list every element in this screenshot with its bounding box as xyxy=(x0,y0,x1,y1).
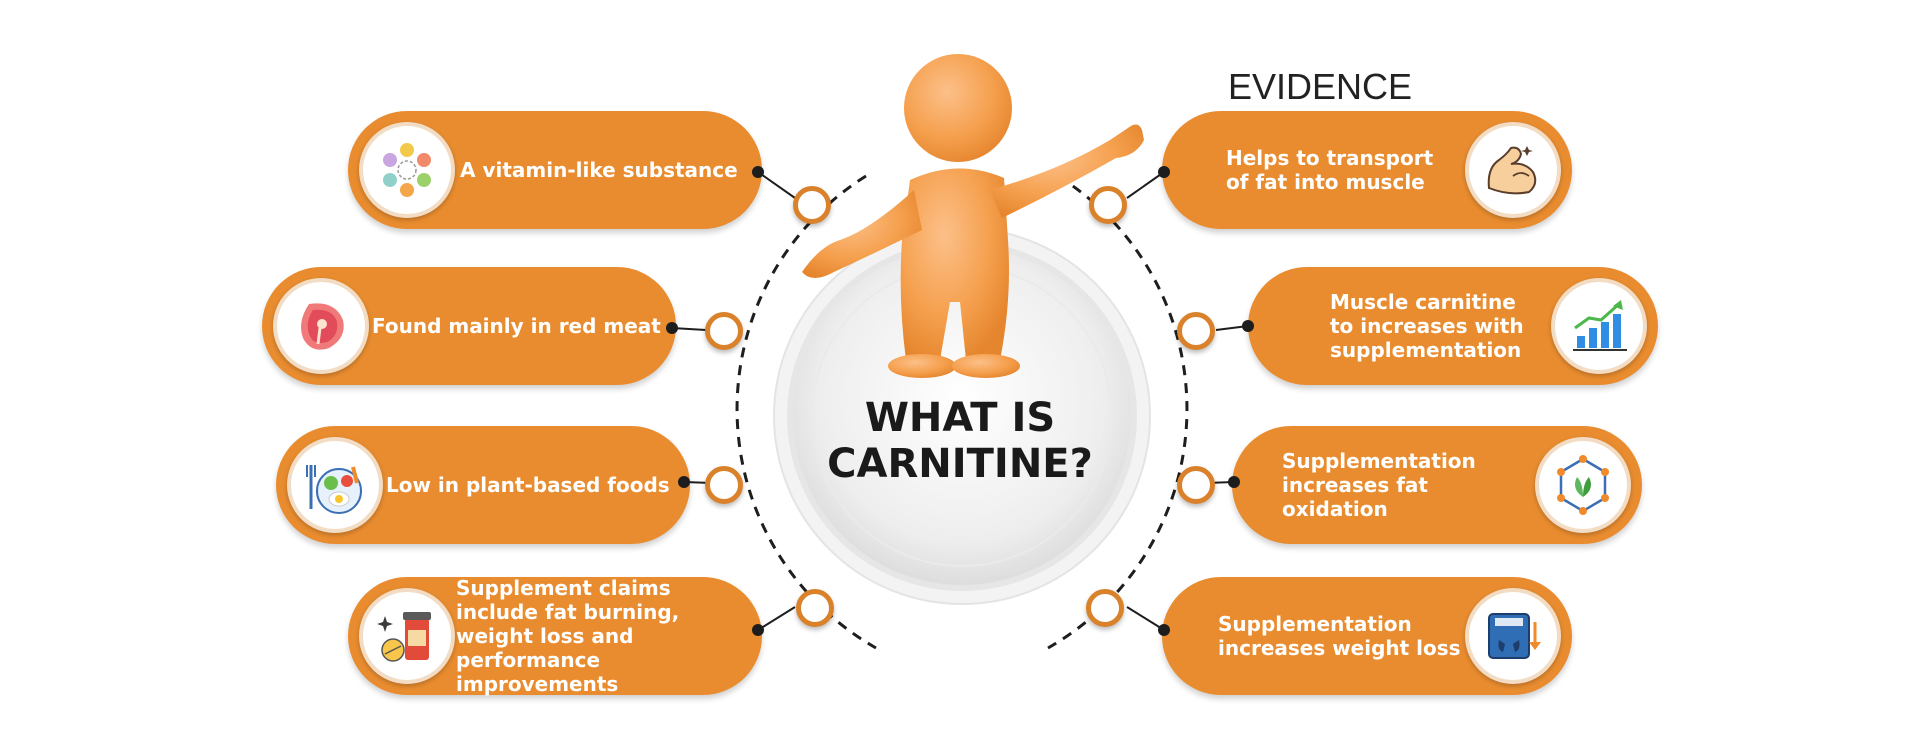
weight-scale-icon xyxy=(1465,588,1561,684)
connector-dot xyxy=(1228,476,1240,488)
diagram-title: WHAT IS CARNITINE? xyxy=(820,395,1100,487)
arc-node xyxy=(1089,186,1127,224)
right-item-weight-loss: Supplementation increases weight loss xyxy=(1162,577,1572,695)
arc-node xyxy=(1086,589,1124,627)
supplement-bottle-icon xyxy=(359,588,455,684)
connector-dot xyxy=(752,166,764,178)
connector-dot xyxy=(1158,166,1170,178)
arc-node xyxy=(705,466,743,504)
left-item-plant-foods: Low in plant-based foods xyxy=(276,426,690,544)
left-item-supplement-claims: Supplement claims include fat burning, w… xyxy=(348,576,762,696)
vitamins-icon xyxy=(359,122,455,218)
molecule-leaf-icon xyxy=(1535,437,1631,533)
connector-dot xyxy=(752,624,764,636)
presenter-figure xyxy=(802,54,1144,378)
plate-food-icon xyxy=(287,437,383,533)
connector-dot xyxy=(678,476,690,488)
left-item-text: Supplement claims include fat burning, w… xyxy=(456,576,680,696)
arc-node xyxy=(705,312,743,350)
right-item-text: Helps to transport of fat into muscle xyxy=(1226,146,1434,194)
evidence-heading: EVIDENCE xyxy=(1228,66,1413,107)
right-item-fat-transport: Helps to transport of fat into muscle xyxy=(1162,111,1572,229)
growth-chart-icon xyxy=(1551,278,1647,374)
arc-node xyxy=(1177,312,1215,350)
left-item-red-meat: Found mainly in red meat xyxy=(262,267,676,385)
right-item-fat-oxidation: Supplementation increases fat oxidation xyxy=(1232,426,1642,544)
connector-dot xyxy=(666,322,678,334)
connector-dot xyxy=(1242,320,1254,332)
arc-node xyxy=(796,589,834,627)
arc-node xyxy=(1177,466,1215,504)
right-item-muscle-carnitine: Muscle carnitine to increases with suppl… xyxy=(1248,267,1658,385)
left-item-text: Found mainly in red meat xyxy=(372,314,661,338)
right-item-text: Muscle carnitine to increases with suppl… xyxy=(1330,290,1524,362)
title-line-1: WHAT IS xyxy=(864,395,1056,441)
arc-node xyxy=(793,186,831,224)
left-item-vitamin: A vitamin-like substance xyxy=(348,111,762,229)
left-item-text: A vitamin-like substance xyxy=(460,158,738,182)
title-line-2: CARNITINE? xyxy=(827,441,1093,487)
left-item-text: Low in plant-based foods xyxy=(386,473,670,497)
center-plate xyxy=(773,227,1151,605)
right-item-text: Supplementation increases fat oxidation xyxy=(1282,449,1476,521)
connector-dot xyxy=(1158,624,1170,636)
flexed-muscle-icon xyxy=(1465,122,1561,218)
right-item-text: Supplementation increases weight loss xyxy=(1218,612,1461,660)
steak-icon xyxy=(273,278,369,374)
